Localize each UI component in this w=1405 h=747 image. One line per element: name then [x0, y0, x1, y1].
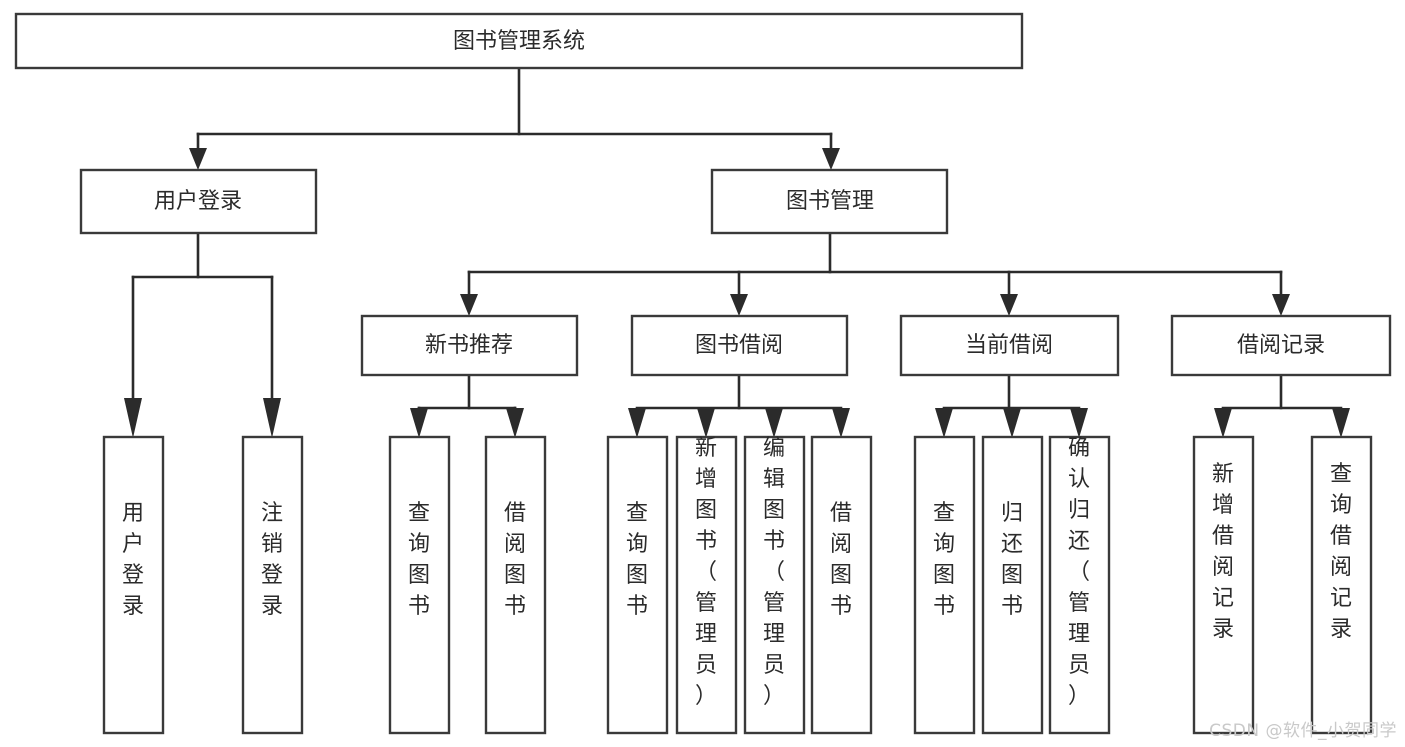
leaf-book-borrow-2-label: 新增图书（管理员）	[695, 436, 717, 709]
arrow-borrow-leaf-2	[697, 408, 715, 438]
arrow-root-to-userlogin	[189, 148, 207, 170]
leaf-borrow-record-2-box[interactable]	[1310, 435, 1373, 735]
leaf-current-borrow-2-label: 归还图书	[1001, 501, 1023, 619]
leaf-current-borrow-1-label: 查询图书	[933, 501, 955, 619]
leaf-borrow-record-1[interactable]: 新增借阅记录	[1192, 435, 1255, 735]
node-root-label: 图书管理系统	[453, 29, 585, 54]
node-user-login-box[interactable]	[79, 168, 318, 235]
node-borrow-record[interactable]: 借阅记录	[1170, 314, 1392, 377]
leaf-borrow-record-1-label: 新增借阅记录	[1212, 462, 1234, 642]
arrow-record-leaf-2	[1332, 408, 1350, 438]
leaf-book-borrow-3-box[interactable]	[743, 435, 806, 735]
node-new-book-recommend-box[interactable]	[360, 314, 579, 377]
arrow-bookmgmt-to-borrow	[730, 294, 748, 316]
leaf-borrow-record-1-box[interactable]	[1192, 435, 1255, 735]
leaf-current-borrow-2-box[interactable]	[981, 435, 1044, 735]
arrow-root-to-bookmgmt	[822, 148, 840, 170]
leaf-current-borrow-1-box[interactable]	[913, 435, 976, 735]
node-book-management-box[interactable]	[710, 168, 949, 235]
leaf-current-borrow-3-box[interactable]	[1048, 435, 1111, 735]
leaf-book-borrow-1[interactable]: 查询图书	[606, 435, 669, 735]
arrow-current-leaf-2	[1003, 408, 1021, 438]
leaf-book-borrow-2[interactable]: 新增图书（管理员）	[675, 435, 738, 735]
leaf-current-borrow-1[interactable]: 查询图书	[913, 435, 976, 735]
arrow-userlogin-leaf-1	[124, 398, 142, 438]
leaf-borrow-record-2-label: 查询借阅记录	[1330, 462, 1352, 642]
node-root[interactable]: 图书管理系统	[14, 12, 1024, 70]
leaf-book-borrow-1-box[interactable]	[606, 435, 669, 735]
arrow-borrow-leaf-3	[765, 408, 783, 438]
leaf-new-book-2-label: 借阅图书	[504, 501, 526, 619]
arrow-borrow-leaf-4	[832, 408, 850, 438]
node-current-borrow[interactable]: 当前借阅	[899, 314, 1120, 377]
leaf-current-borrow-3-label: 确认归还（管理员）	[1068, 436, 1090, 709]
leaf-new-book-2-box[interactable]	[484, 435, 547, 735]
node-book-borrow[interactable]: 图书借阅	[630, 314, 849, 377]
arrow-newbook-leaf-1	[410, 408, 428, 438]
leaf-book-borrow-1-label: 查询图书	[626, 501, 648, 619]
leaf-user-login-2[interactable]: 注销登录	[241, 435, 304, 735]
leaf-book-borrow-4-box[interactable]	[810, 435, 873, 735]
leaf-book-borrow-2-box[interactable]	[675, 435, 738, 735]
leaf-book-borrow-4[interactable]: 借阅图书	[810, 435, 873, 735]
arrow-bookmgmt-to-current	[1000, 294, 1018, 316]
leaf-new-book-1[interactable]: 查询图书	[388, 435, 451, 735]
leaf-new-book-2[interactable]: 借阅图书	[484, 435, 547, 735]
arrow-current-leaf-3	[1070, 408, 1088, 438]
leaf-user-login-2-label: 注销登录	[261, 501, 283, 619]
node-borrow-record-label: 借阅记录	[1237, 333, 1325, 358]
node-current-borrow-box[interactable]	[899, 314, 1120, 377]
leaf-user-login-2-box[interactable]	[241, 435, 304, 735]
node-book-management[interactable]: 图书管理	[710, 168, 949, 235]
arrow-bookmgmt-to-record	[1272, 294, 1290, 316]
node-book-borrow-label: 图书借阅	[695, 333, 783, 358]
node-user-login-label: 用户登录	[154, 189, 242, 214]
leaf-current-borrow-2[interactable]: 归还图书	[981, 435, 1044, 735]
node-borrow-record-box[interactable]	[1170, 314, 1392, 377]
leaf-user-login-1-label: 用户登录	[122, 501, 144, 619]
arrow-newbook-leaf-2	[506, 408, 524, 438]
leaf-book-borrow-4-label: 借阅图书	[830, 501, 852, 619]
node-user-login[interactable]: 用户登录	[79, 168, 318, 235]
arrow-current-leaf-1	[935, 408, 953, 438]
node-new-book-recommend[interactable]: 新书推荐	[360, 314, 579, 377]
node-book-management-label: 图书管理	[786, 189, 874, 214]
leaf-current-borrow-3[interactable]: 确认归还（管理员）	[1048, 435, 1111, 735]
leaf-book-borrow-3-label: 编辑图书（管理员）	[763, 436, 785, 709]
arrow-userlogin-leaf-2	[263, 398, 281, 438]
arrow-record-leaf-1	[1214, 408, 1232, 438]
leaf-user-login-1[interactable]: 用户登录	[102, 435, 165, 735]
leaf-new-book-1-box[interactable]	[388, 435, 451, 735]
node-book-borrow-box[interactable]	[630, 314, 849, 377]
leaf-user-login-1-box[interactable]	[102, 435, 165, 735]
leaf-book-borrow-3[interactable]: 编辑图书（管理员）	[743, 435, 806, 735]
edges-layer	[124, 66, 1350, 438]
node-new-book-recommend-label: 新书推荐	[425, 333, 513, 358]
node-current-borrow-label: 当前借阅	[965, 333, 1053, 358]
leaf-new-book-1-label: 查询图书	[408, 501, 430, 619]
leaf-borrow-record-2[interactable]: 查询借阅记录	[1310, 435, 1373, 735]
node-root-box[interactable]	[14, 12, 1024, 70]
arrow-bookmgmt-to-newbook	[460, 294, 478, 316]
arrow-borrow-leaf-1	[628, 408, 646, 438]
